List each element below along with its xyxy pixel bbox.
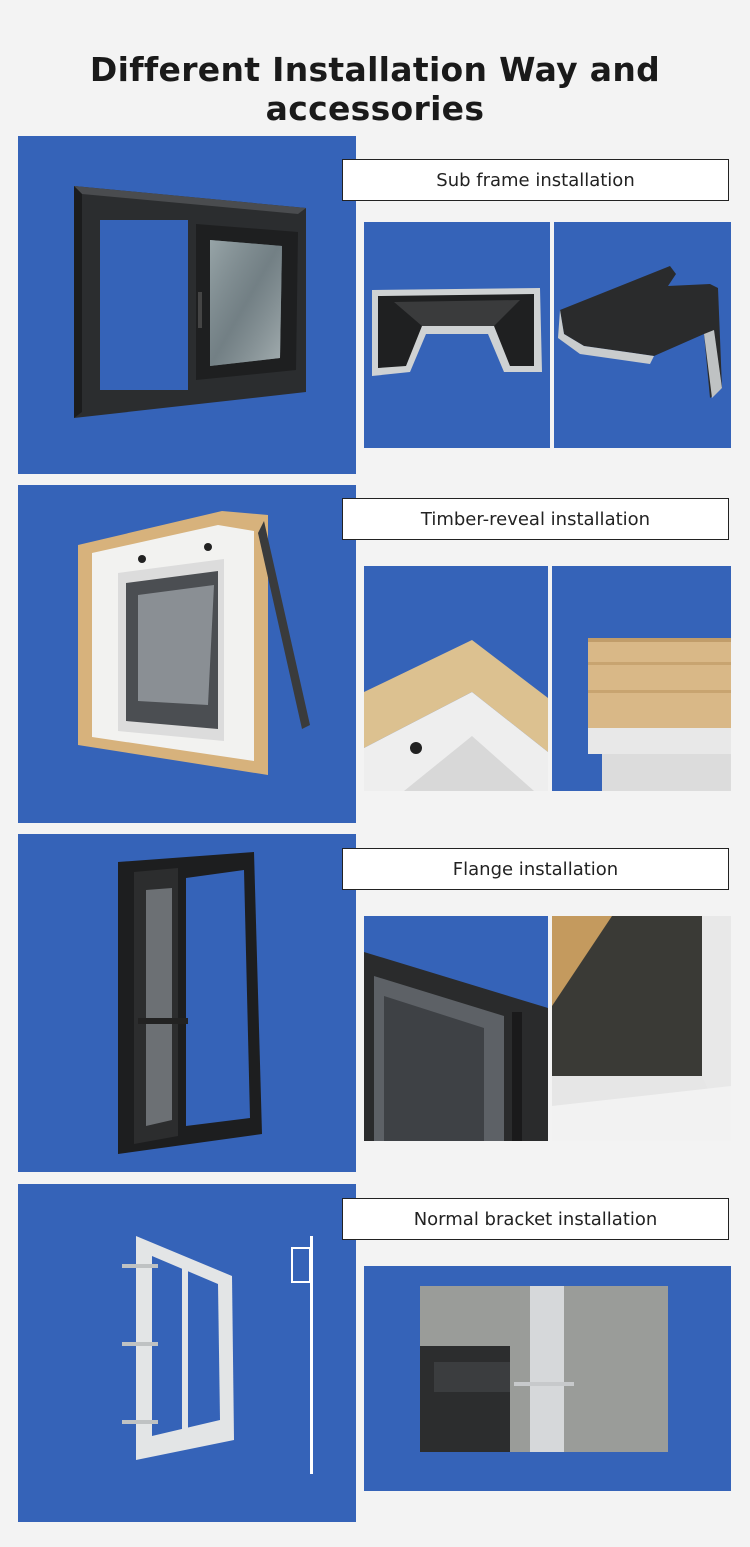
flange-corner-photo bbox=[364, 916, 548, 1141]
sub-frame-profile-photo-1 bbox=[364, 222, 550, 448]
timber-reveal-window-image bbox=[18, 485, 356, 823]
flange-label: Flange installation bbox=[342, 848, 729, 890]
flange-mesh-photo bbox=[552, 916, 731, 1141]
sub-frame-label: Sub frame installation bbox=[342, 159, 729, 201]
sub-frame-window-image bbox=[18, 136, 356, 474]
bracket-install-photo-panel bbox=[364, 1266, 731, 1491]
flange-window-image bbox=[18, 834, 356, 1172]
timber-reveal-corner-photo bbox=[364, 566, 548, 791]
bracket-window-image bbox=[18, 1184, 356, 1522]
sub-frame-profile-photo-2 bbox=[554, 222, 731, 448]
timber-reveal-label: Timber-reveal installation bbox=[342, 498, 729, 540]
normal-bracket-label: Normal bracket installation bbox=[342, 1198, 729, 1240]
timber-reveal-side-photo bbox=[552, 566, 731, 791]
page-title: Different Installation Way and accessori… bbox=[89, 50, 661, 128]
